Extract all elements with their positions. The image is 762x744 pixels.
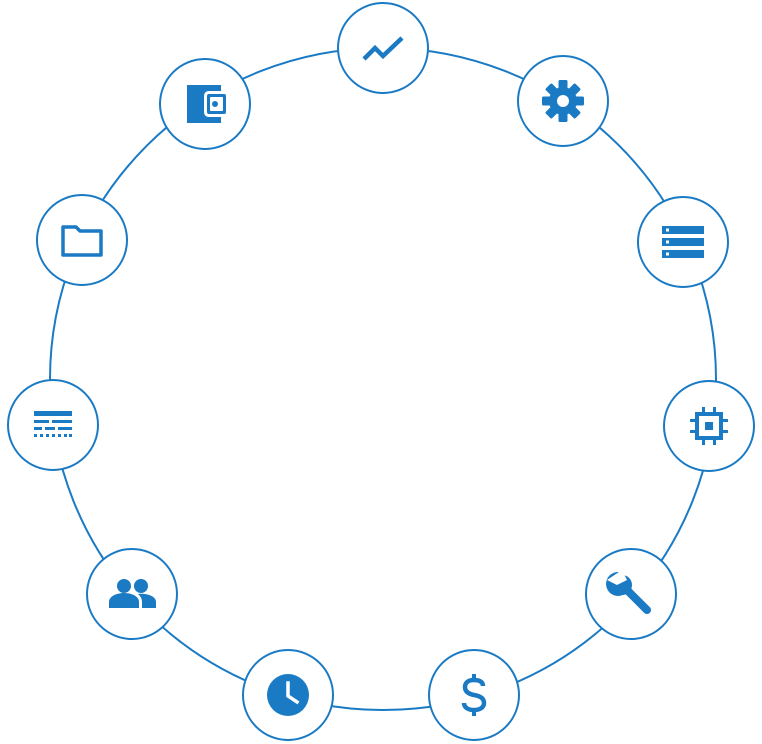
- storage-stack-icon: [662, 226, 704, 258]
- dollar-icon: [461, 674, 487, 716]
- table-layout-icon: [34, 411, 72, 437]
- node-chip[interactable]: [663, 380, 755, 472]
- node-tools[interactable]: [585, 548, 677, 640]
- people-icon: [109, 579, 156, 608]
- node-users[interactable]: [86, 548, 178, 640]
- folder-icon: [61, 225, 103, 257]
- node-money[interactable]: [428, 649, 520, 741]
- wallet-icon: [187, 85, 226, 123]
- node-time[interactable]: [242, 649, 334, 741]
- node-settings[interactable]: [517, 55, 609, 147]
- node-trending[interactable]: [337, 2, 429, 94]
- node-folder[interactable]: [36, 194, 128, 286]
- node-wallet[interactable]: [159, 58, 251, 150]
- node-table[interactable]: [7, 379, 99, 471]
- chip-icon: [690, 407, 728, 445]
- trending-up-icon: [362, 36, 404, 61]
- gear-icon: [542, 80, 584, 122]
- wrench-icon: [606, 570, 651, 614]
- node-storage[interactable]: [637, 196, 729, 288]
- clock-icon: [267, 674, 309, 716]
